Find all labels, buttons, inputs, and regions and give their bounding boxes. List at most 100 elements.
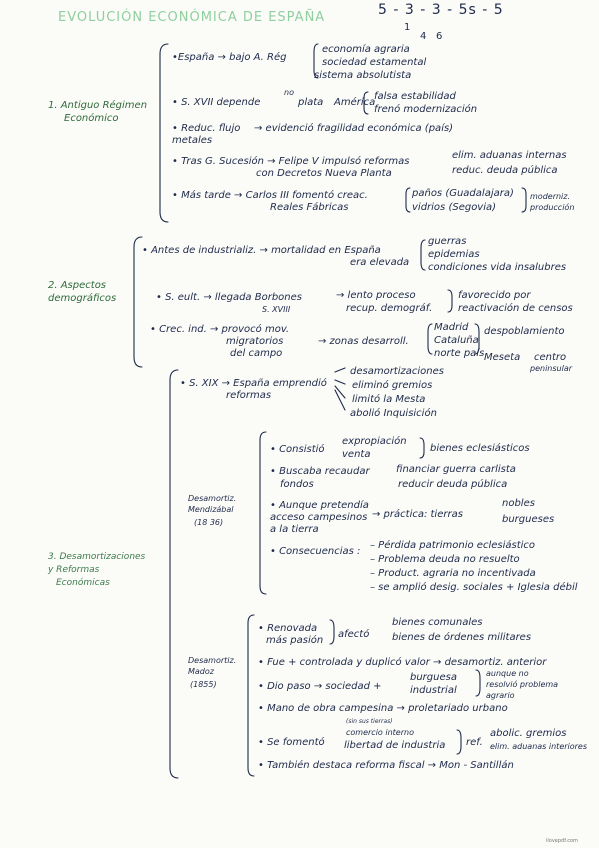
s2-row1-c: guerras: [428, 236, 467, 247]
s1-row5-f: producción: [530, 203, 575, 212]
d-row5-f: elim. aduanas interiores: [490, 742, 588, 751]
s2-row3-k: peninsular: [530, 364, 573, 373]
mendizabal-label-2: Mendizábal: [188, 505, 234, 514]
s2-row2-c: → lento proceso: [336, 290, 416, 301]
m-row1: • Consistió: [270, 444, 325, 455]
s1-row2: • S. XVII depende: [172, 97, 261, 108]
d-row3-c: industrial: [410, 685, 457, 696]
d-row6: • También destaca reforma fiscal → Mon -…: [258, 760, 514, 771]
s1-row1-c: sociedad estamental: [322, 57, 427, 68]
s2-row3-b: migratorios: [226, 336, 284, 347]
s1-row2-f: frenó modernización: [374, 104, 478, 115]
s1-row4: • Tras G. Sucesión → Felipe V impulsó re…: [172, 156, 410, 167]
m-row1-d: bienes eclesiásticos: [430, 443, 530, 454]
d-row3-d: aunque no: [486, 669, 529, 678]
d-row3-e: resolvió problema: [486, 680, 559, 689]
d-row1-e: bienes de órdenes militares: [392, 632, 532, 643]
s2-row3-h: despoblamiento: [484, 326, 565, 337]
m-row4-b: – Pérdida patrimonio eclesiástico: [370, 540, 536, 551]
s1-row2-c: plata: [298, 97, 324, 108]
section-2-label: 2. Aspectos: [48, 280, 107, 291]
code-sub-2: 4: [420, 31, 427, 42]
m-row4-e: – se amplió desig. sociales + Iglesia dé…: [370, 582, 578, 593]
s2-row3-j: centro: [534, 352, 567, 363]
footer-watermark: ilovepdf.com: [546, 838, 578, 844]
s2-row2-b: S. XVIII: [262, 305, 291, 314]
section-1-label: 1. Antiguo Régimen: [48, 100, 148, 111]
d-row5-b: comercio interno: [346, 728, 414, 737]
s3-intro-3: desamortizaciones: [350, 366, 444, 377]
s1-row5-b: Reales Fábricas: [270, 202, 349, 213]
section-3-label-2: y Reformas: [48, 565, 100, 575]
section-2-label-2: demográficos: [48, 293, 117, 304]
section-1-label-2: Económico: [64, 113, 119, 124]
code-numbers: 5 - 3 - 3 - 5s - 5: [378, 2, 504, 18]
s3-intro-6: abolió Inquisición: [350, 408, 437, 419]
m-row3-b: acceso campesinos: [270, 512, 368, 523]
s2-row3: • Crec. ind. → provocó mov.: [150, 324, 290, 335]
d-row5-c: libertad de industria: [344, 740, 446, 751]
mendizabal-label: Desamortiz.: [188, 494, 237, 503]
s3-intro-2: reformas: [226, 390, 272, 401]
madoz-year: (1855): [190, 680, 217, 689]
d-row4: • Mano de obra campesina → proletariado …: [258, 703, 508, 714]
s2-row2-d: recup. demográf.: [346, 303, 433, 314]
m-row2-c: financiar guerra carlista: [396, 464, 516, 475]
s3-intro-5: limitó la Mesta: [352, 394, 426, 405]
s2-row1-d: epidemias: [428, 249, 480, 260]
s2-row3-c: del campo: [230, 348, 283, 359]
s2-row2: • S. eult. → llegada Borbones: [156, 292, 302, 303]
s1-row1-d: sistema absolutista: [314, 70, 412, 81]
m-row4-d: – Product. agraria no incentivada: [370, 568, 536, 579]
d-row5-e: abolic. gremios: [490, 728, 567, 739]
s2-row3-f: Cataluña: [434, 335, 479, 346]
s2-row3-g: norte país: [434, 348, 485, 359]
madoz-label-2: Madoz: [188, 667, 214, 676]
m-row2-d: reducir deuda pública: [398, 479, 508, 490]
section-3-label: 3. Desamortizaciones: [48, 552, 146, 562]
m-row3-d: → práctica: tierras: [372, 509, 463, 520]
m-row4: • Consecuencias :: [270, 546, 361, 557]
s2-row1-e: condiciones vida insalubres: [428, 262, 567, 273]
code-sub-1: 1: [404, 22, 411, 33]
s2-row2-f: reactivación de censos: [458, 303, 573, 314]
d-row1-d: bienes comunales: [392, 617, 483, 628]
section-3-label-3: Económicas: [56, 578, 110, 588]
s2-row3-e: Madrid: [434, 322, 469, 333]
mendizabal-year: (18 36): [194, 518, 224, 527]
s1-row3: • Reduc. flujo: [172, 123, 241, 134]
s1-row5-e: moderniz.: [530, 192, 571, 201]
m-row3-e: nobles: [502, 498, 535, 509]
s1-row4-b: con Decretos Nueva Planta: [256, 168, 392, 179]
s2-row1-b: era elevada: [350, 257, 410, 268]
madoz-label: Desamortiz.: [188, 656, 237, 665]
d-row4-b: (sin sus tierras): [346, 718, 393, 725]
m-row2: • Buscaba recaudar: [270, 466, 370, 477]
s3-intro-4: eliminó gremios: [352, 380, 433, 391]
code-sub-3: 6: [436, 31, 443, 42]
d-row5-d: ref.: [466, 737, 483, 748]
s1-row2-d: América: [334, 97, 376, 108]
page-title: Evolución económica de España: [58, 10, 326, 25]
d-row3: • Dio paso → sociedad +: [258, 681, 382, 692]
s1-row5: • Más tarde → Carlos III fomentó creac.: [172, 190, 368, 201]
s1-row4-c: elim. aduanas internas: [452, 150, 567, 161]
m-row1-c: venta: [342, 449, 371, 460]
s1-row2-b: no: [284, 88, 294, 97]
d-row2: • Fue + controlada y duplicó valor → des…: [258, 657, 547, 668]
d-row3-f: agrario: [486, 691, 515, 700]
s1-row5-d: vidrios (Segovia): [412, 202, 497, 213]
s1-row3-b: metales: [172, 135, 213, 146]
d-row3-b: burguesa: [410, 672, 457, 683]
m-row1-b: expropiación: [342, 436, 407, 447]
s2-row3-i: Meseta: [484, 352, 521, 363]
s1-row3-c: → evidenció fragilidad económica (país): [254, 123, 454, 134]
s2-row3-d: → zonas desarroll.: [318, 336, 409, 347]
d-row1-c: afectó: [338, 629, 370, 640]
m-row3-c: a la tierra: [270, 524, 319, 535]
d-row5: • Se fomentó: [258, 737, 325, 748]
s3-intro: • S. XIX → España emprendió: [180, 378, 327, 389]
s1-row1-b: economía agraria: [322, 44, 410, 55]
m-row3: • Aunque pretendía: [270, 500, 369, 511]
s1-row5-c: paños (Guadalajara): [412, 188, 514, 199]
